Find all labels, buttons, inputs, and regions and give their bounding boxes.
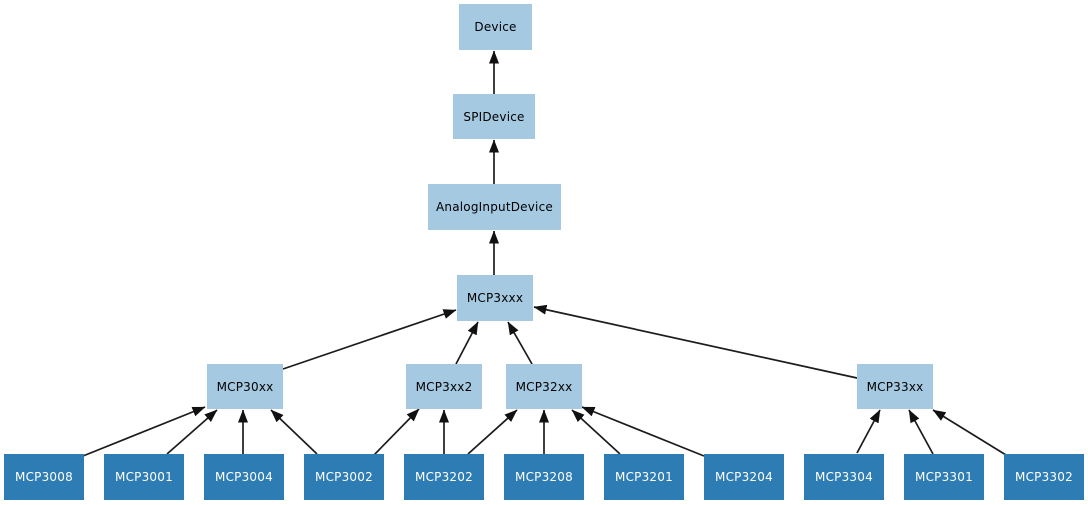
edge-mcp3008-to-mcp30xx (82, 406, 206, 457)
edge-mcp3301-to-mcp33xx (908, 409, 934, 455)
edge-mcp3304-to-mcp33xx (856, 409, 881, 454)
node-mcp3xxx[interactable]: MCP3xxx (457, 275, 533, 321)
node-spidevice[interactable]: SPIDevice (453, 94, 535, 139)
node-mcp3204[interactable]: MCP3204 (704, 454, 784, 500)
node-mcp30xx[interactable]: MCP30xx (207, 364, 283, 409)
node-mcp33xx[interactable]: MCP33xx (857, 364, 933, 409)
node-mcp3304[interactable]: MCP3304 (804, 454, 884, 500)
edge-mcp3002-to-mcp3xx2 (373, 408, 420, 456)
edge-mcp3204-to-mcp32xx (581, 406, 705, 457)
edge-mcp32xx-to-mcp3xxx (507, 321, 533, 365)
edge-mcp3202-to-mcp32xx (467, 409, 518, 455)
node-mcp3002[interactable]: MCP3002 (304, 454, 384, 500)
node-mcp3004[interactable]: MCP3004 (204, 454, 284, 500)
node-mcp3001[interactable]: MCP3001 (104, 454, 184, 500)
node-mcp3xx2[interactable]: MCP3xx2 (406, 364, 482, 409)
edge-mcp3201-to-mcp32xx (571, 409, 621, 455)
node-mcp3301[interactable]: MCP3301 (904, 454, 984, 500)
edge-mcp3002-to-mcp30xx (270, 409, 318, 455)
node-mcp3201[interactable]: MCP3201 (604, 454, 684, 500)
edge-mcp30xx-to-mcp3xxx (282, 309, 457, 370)
node-mcp32xx[interactable]: MCP32xx (506, 364, 582, 409)
node-device[interactable]: Device (459, 4, 532, 50)
edge-mcp33xx-to-mcp3xxx (533, 304, 858, 379)
edge-mcp3302-to-mcp33xx (932, 409, 1007, 456)
edge-mcp3xx2-to-mcp3xxx (455, 321, 479, 365)
node-mcp3008[interactable]: MCP3008 (4, 454, 84, 500)
edge-mcp3001-to-mcp30xx (166, 409, 218, 455)
node-mcp3302[interactable]: MCP3302 (1004, 454, 1084, 500)
node-mcp3208[interactable]: MCP3208 (504, 454, 584, 500)
node-mcp3202[interactable]: MCP3202 (404, 454, 484, 500)
node-analoginputdevice[interactable]: AnalogInputDevice (428, 184, 561, 230)
